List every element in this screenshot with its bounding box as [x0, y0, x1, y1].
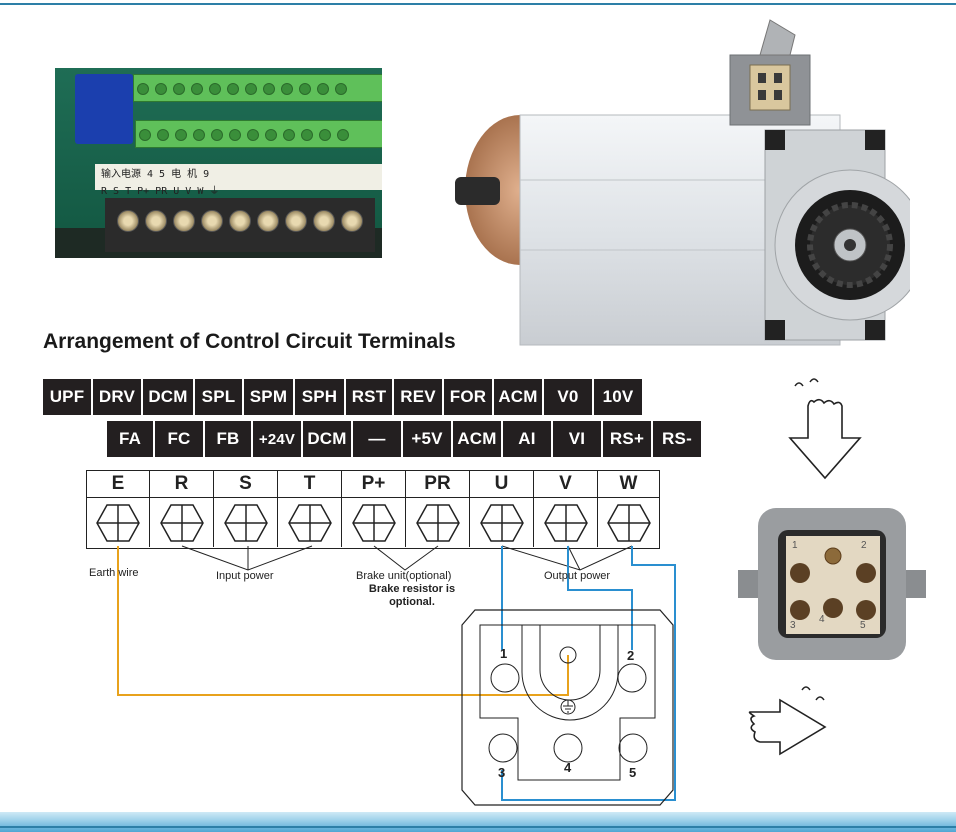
power-terminal-p-plus: P+ — [342, 471, 406, 547]
terminal-24v: +24V — [253, 421, 301, 457]
top-accent-line — [0, 3, 956, 5]
terminal-dcm-2: DCM — [303, 421, 351, 457]
power-terminal-label: T — [278, 471, 341, 498]
relay-component — [75, 74, 133, 144]
screw-terminal-icon — [223, 504, 268, 542]
terminal-5v: +5V — [403, 421, 451, 457]
pointing-right-hand-icon — [748, 686, 827, 756]
bottom-accent-line — [0, 826, 956, 828]
terminal-acm: ACM — [494, 379, 542, 415]
terminal-drv: DRV — [93, 379, 141, 415]
connector-photo-pin-2: 2 — [861, 540, 867, 551]
page-title: Arrangement of Control Circuit Terminals — [43, 330, 456, 353]
terminal-board-photo: 输入电源 4 5 电 机 9 R S T P+ PR U V W ⏚ — [55, 68, 382, 258]
power-terminal-label: P+ — [342, 471, 405, 498]
power-terminal-label: R — [150, 471, 213, 498]
terminal-vi: VI — [553, 421, 601, 457]
terminal-fb: FB — [205, 421, 251, 457]
connector-photo-pin-5: 5 — [860, 620, 866, 631]
screw-terminal-row — [105, 198, 375, 252]
spindle-motor-image — [455, 19, 910, 346]
screw-terminal-icon — [287, 504, 332, 542]
power-terminal-label: V — [534, 471, 597, 498]
ground-symbol-icon — [560, 699, 576, 715]
power-terminal-u: U — [470, 471, 534, 547]
power-terminal-t: T — [278, 471, 342, 547]
connector-pin-1: 1 — [500, 646, 508, 661]
power-terminal-w: W — [598, 471, 659, 547]
power-terminal-label: W — [598, 471, 659, 498]
power-terminal-label: PR — [406, 471, 469, 498]
terminal-acm-2: ACM — [453, 421, 501, 457]
terminal-spm: SPM — [244, 379, 293, 415]
terminal-sph: SPH — [295, 379, 344, 415]
terminal-10v: 10V — [594, 379, 642, 415]
control-terminal-row-2: FA FC FB +24V DCM — +5V ACM AI VI RS+ RS… — [107, 421, 703, 457]
screw-terminal-icon — [96, 504, 140, 542]
power-terminal-label: U — [470, 471, 533, 498]
terminal-v0: V0 — [544, 379, 592, 415]
power-terminal-label: S — [214, 471, 277, 498]
connector-photo-pin-4: 4 — [819, 614, 825, 625]
power-terminal-s: S — [214, 471, 278, 547]
terminal-upf: UPF — [43, 379, 91, 415]
connector-photo-pin-3: 3 — [790, 620, 796, 631]
green-terminal-block-bottom — [135, 120, 382, 148]
output-power-note: Output power — [544, 570, 611, 582]
bottom-accent-band — [0, 812, 956, 832]
screw-terminal-icon — [415, 504, 460, 542]
brake-resistor-note-2: optional. — [389, 596, 435, 608]
terminal-rs-plus: RS+ — [603, 421, 651, 457]
terminal-spl: SPL — [195, 379, 242, 415]
input-power-note: Input power — [216, 570, 274, 582]
control-terminal-row-1: UPF DRV DCM SPL SPM SPH RST REV FOR ACM … — [43, 379, 644, 415]
screw-terminal-icon — [606, 504, 651, 542]
connector-pin-2: 2 — [627, 648, 635, 663]
connector-diagram — [461, 609, 674, 806]
connector-photo — [738, 508, 926, 660]
label-strip-row1: 输入电源 4 5 电 机 9 — [101, 169, 210, 180]
earth-wire-note: Earth wire — [89, 567, 139, 579]
power-terminal-r: R — [150, 471, 214, 547]
connector-pin-4: 4 — [564, 760, 572, 775]
terminal-for: FOR — [444, 379, 492, 415]
power-terminal-v: V — [534, 471, 598, 547]
terminal-fa: FA — [107, 421, 153, 457]
label-strip-row2: R S T P+ PR U V W ⏚ — [101, 186, 220, 197]
brake-resistor-note-1: Brake resistor is — [368, 583, 456, 595]
connector-pin-5: 5 — [629, 765, 637, 780]
connector-photo-pin-1: 1 — [792, 540, 798, 551]
power-terminal-e: E — [87, 471, 150, 547]
power-terminal-label: E — [87, 471, 149, 498]
terminal-rev: REV — [394, 379, 442, 415]
screw-terminal-icon — [159, 504, 204, 542]
screw-terminal-icon — [479, 504, 524, 542]
terminal-blank: — — [353, 421, 401, 457]
power-label-strip: 输入电源 4 5 电 机 9 R S T P+ PR U V W ⏚ — [95, 164, 382, 197]
terminal-fc: FC — [155, 421, 203, 457]
pointing-down-hand-icon — [788, 378, 862, 480]
power-terminal-pr: PR — [406, 471, 470, 547]
terminal-dcm: DCM — [143, 379, 193, 415]
screw-terminal-icon — [351, 504, 396, 542]
screw-terminal-icon — [543, 504, 588, 542]
power-terminal-block: E R S T P+ PR U V W — [86, 470, 660, 549]
connector-pin-3: 3 — [498, 765, 506, 780]
green-terminal-block-top — [133, 74, 382, 102]
brake-unit-note: Brake unit(optional) — [356, 570, 452, 582]
terminal-ai: AI — [503, 421, 551, 457]
terminal-rst: RST — [346, 379, 392, 415]
terminal-rs-minus: RS- — [653, 421, 701, 457]
